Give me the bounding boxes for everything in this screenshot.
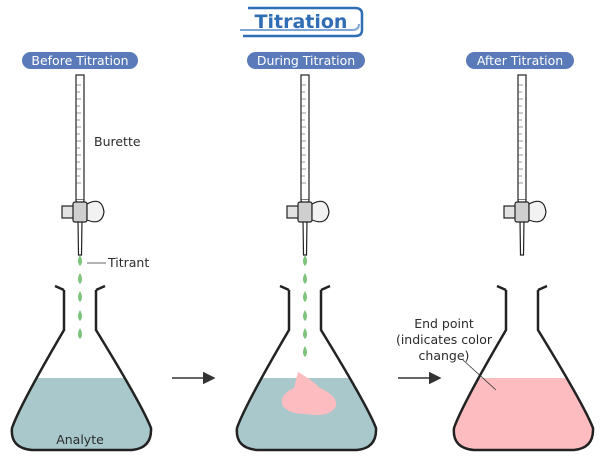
- analyte-label: Analyte: [56, 432, 104, 447]
- stage-label-after: After Titration: [477, 53, 563, 68]
- burette-icon: [75, 74, 85, 256]
- flask-icon: [10, 284, 153, 452]
- stage-header-before: Before Titration: [22, 52, 138, 69]
- flask-icon: [452, 284, 595, 452]
- stage-label-before: Before Titration: [31, 53, 128, 68]
- end-point-leader-line: [462, 359, 497, 391]
- apparatus-after: End point (indicates color change): [396, 74, 595, 452]
- stage-label-during: During Titration: [257, 53, 355, 68]
- burette-label: Burette: [94, 134, 141, 149]
- title-banner: Titration: [240, 6, 364, 38]
- apparatus-before: Titrant Burette Analyte: [10, 74, 153, 452]
- page-title: Titration: [255, 11, 348, 33]
- stage-header-after: After Titration: [466, 52, 574, 69]
- stage-header-during: During Titration: [247, 52, 365, 69]
- burette-icon: [517, 74, 527, 256]
- drop-icon: [78, 255, 82, 339]
- end-point-label-line2: (indicates color: [396, 332, 493, 347]
- stopcock-icon: [286, 200, 330, 223]
- burette-icon: [300, 74, 310, 256]
- apparatus-during: [235, 74, 378, 452]
- titrant-label: Titrant: [107, 255, 149, 270]
- end-point-label-line1: End point: [414, 316, 474, 331]
- stopcock-icon: [503, 200, 547, 223]
- flask-icon: [235, 284, 378, 452]
- stopcock-icon: [61, 200, 105, 223]
- end-point-label-line3: change): [419, 348, 470, 363]
- drop-icon: [303, 255, 307, 357]
